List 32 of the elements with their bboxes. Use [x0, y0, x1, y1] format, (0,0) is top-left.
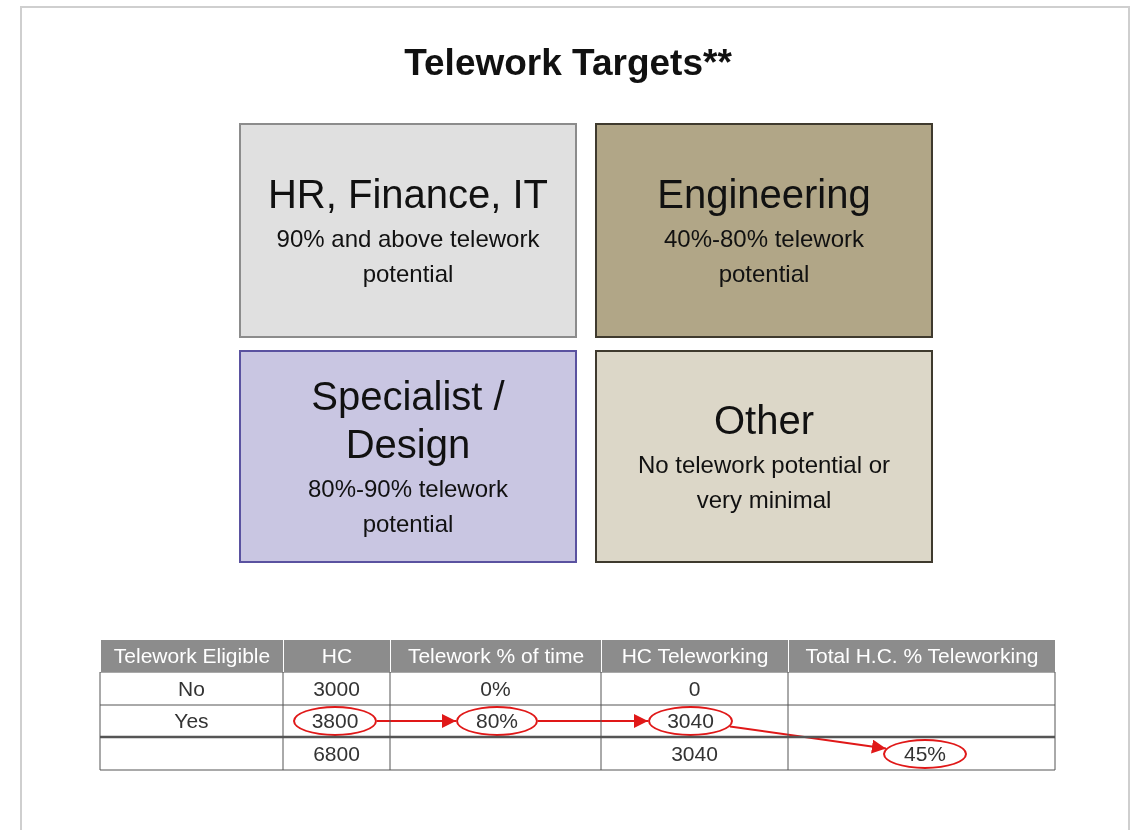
circled-value: 45%	[883, 739, 967, 769]
arrow	[376, 714, 457, 728]
category-box	[595, 123, 933, 338]
table-cell-text: 6800	[312, 740, 361, 767]
arrow	[537, 714, 649, 728]
category-box	[239, 350, 577, 563]
circled-value: 80%	[456, 706, 538, 736]
box-text: 40%-80% telework potential	[662, 223, 866, 289]
column-header: Telework Eligible	[100, 640, 283, 672]
box-text: No telework potential or very minimal	[636, 449, 892, 515]
circled-value: 3040	[648, 706, 733, 736]
table-cell-text: No	[177, 675, 206, 702]
table-cell-text: 0%	[479, 675, 512, 702]
column-header: Total H.C. % Teleworking	[788, 640, 1055, 672]
box-heading: Specialist / Design	[310, 372, 506, 468]
arrow	[729, 725, 887, 754]
table-cell-text: Yes	[173, 708, 210, 734]
category-box	[239, 123, 577, 338]
table-cell-text: 0	[687, 675, 702, 702]
box-heading: HR, Finance, IT	[267, 170, 549, 218]
box-heading: Engineering	[657, 170, 871, 218]
column-header: HC Teleworking	[601, 640, 788, 672]
column-header: HC	[283, 640, 390, 672]
circled-value: 3800	[293, 706, 377, 736]
table-cell-text: 3040	[670, 740, 719, 767]
box-text: 90% and above telework potential	[275, 223, 541, 289]
title: Telework Targets**	[403, 42, 733, 85]
box-text: 80%-90% telework potential	[306, 473, 510, 539]
column-header: Telework % of time	[390, 640, 601, 672]
category-box	[595, 350, 933, 563]
box-heading: Other	[713, 396, 814, 444]
table-cell-text: 3000	[312, 675, 361, 702]
